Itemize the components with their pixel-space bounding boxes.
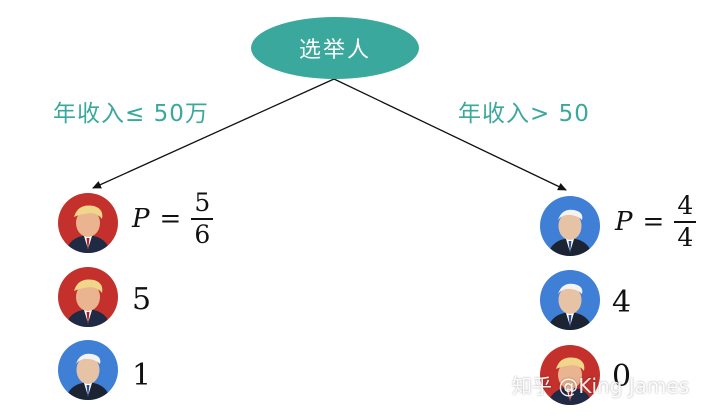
fraction: 5 6 (191, 188, 214, 250)
trump-portrait-icon (58, 267, 118, 327)
root-label: 选举人 (298, 38, 371, 63)
fraction-bar (191, 218, 214, 221)
fraction-numerator: 5 (194, 188, 211, 217)
branch-label-left: 年收入≤ 50万 (53, 101, 209, 127)
trump-portrait-icon (540, 345, 600, 405)
trump-portrait-icon (58, 193, 118, 253)
fraction: 4 4 (674, 191, 697, 253)
biden-avatar (58, 340, 118, 400)
biden-portrait-icon (540, 270, 600, 330)
prob-symbol: P (132, 204, 150, 235)
count-value: 0 (612, 359, 632, 394)
fraction-numerator: 4 (677, 191, 694, 220)
root-node: 选举人 (251, 17, 419, 79)
edge-left (92, 78, 335, 189)
prob-equals: = (642, 207, 665, 238)
biden-avatar (540, 196, 600, 256)
fraction-denominator: 4 (677, 223, 694, 253)
branch-label-right: 年收入> 50 (458, 101, 590, 127)
biden-portrait-icon (540, 196, 600, 256)
fraction-bar (674, 221, 697, 224)
prob-symbol: P (615, 207, 633, 238)
watermark: 知乎 @King James (512, 374, 690, 398)
count-value: 1 (132, 358, 152, 393)
biden-avatar (540, 270, 600, 330)
trump-avatar (540, 345, 600, 405)
prob-equals: = (159, 204, 182, 235)
edge-right (333, 78, 567, 191)
count-value: 5 (132, 282, 152, 317)
trump-avatar (58, 267, 118, 327)
trump-avatar (58, 193, 118, 253)
count-value: 4 (612, 285, 632, 320)
probability-left: P = 5 6 (132, 188, 214, 250)
fraction-denominator: 6 (194, 220, 211, 250)
biden-portrait-icon (58, 340, 118, 400)
probability-right: P = 4 4 (615, 191, 697, 253)
